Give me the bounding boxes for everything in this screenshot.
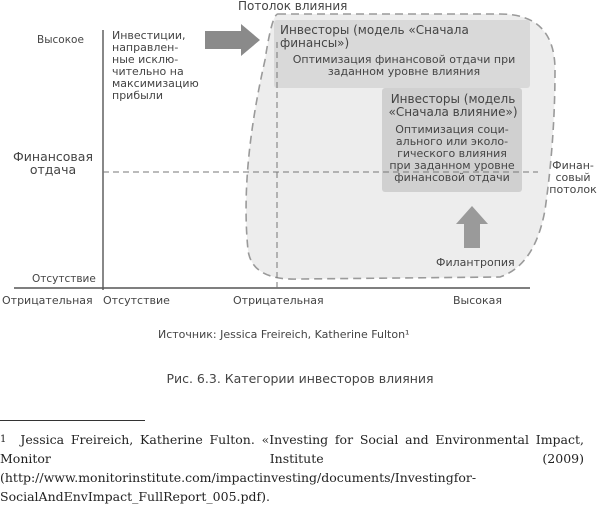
impact-ceiling-label: Потолок влияния xyxy=(238,0,348,13)
up-arrow-icon xyxy=(456,206,488,248)
x-label-high: Высокая xyxy=(453,294,503,307)
footnote-text: Jessica Freireich, Katherine Fulton. «In… xyxy=(0,432,584,504)
investor-categories-diagram xyxy=(14,13,556,290)
source-label: Источник: Jessica Freireich, Katherine F… xyxy=(158,328,410,341)
impact-first-title: Инвесторы (модель «Сначала влияние») xyxy=(388,92,518,119)
x-label-negative-left: Отрицательная xyxy=(2,294,93,307)
profit-maximization-text: Инвестиции, направлен-ные исклю-чительно… xyxy=(112,29,199,102)
y-label-absence: Отсутствие xyxy=(32,273,96,285)
x-label-absence: Отсутствие xyxy=(103,294,170,307)
finance-first-text: Оптимизация финансовой отдачи при заданн… xyxy=(292,53,516,78)
finance-first-box xyxy=(274,20,530,88)
x-label-negative-mid: Отрицательная xyxy=(233,294,324,307)
right-arrow-icon xyxy=(205,24,260,56)
impact-first-text: Оптимизация соци-ального или эколо-гичес… xyxy=(389,123,515,184)
footnote-number: 1 xyxy=(0,434,7,445)
financial-ceiling-label: Финан-совый потолок xyxy=(549,159,597,196)
footnote-divider xyxy=(0,420,145,421)
figure-caption: Рис. 6.3. Категории инвесторов влияния xyxy=(166,371,434,386)
y-label-financial-return: Финансовая отдача xyxy=(13,149,93,177)
finance-first-title: Инвесторы (модель «Сначала финансы») xyxy=(280,23,469,50)
impact-first-box xyxy=(382,88,522,192)
philanthropy-label: Филантропия xyxy=(436,256,515,269)
y-label-high: Высокое xyxy=(37,34,84,46)
